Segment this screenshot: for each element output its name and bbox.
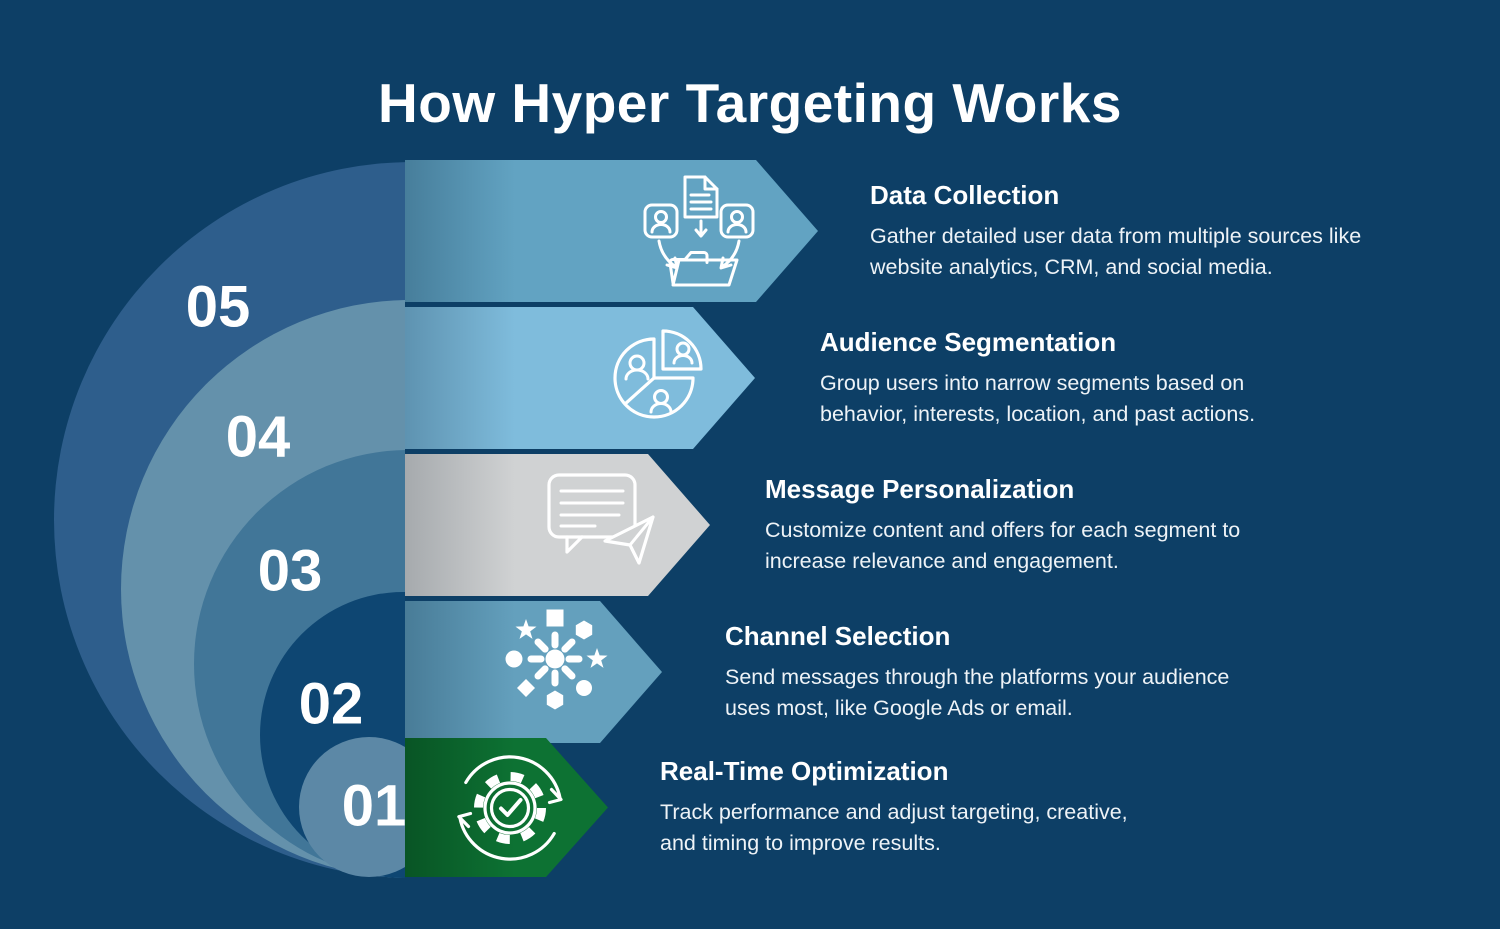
step-title: Message Personalization: [765, 473, 1075, 504]
ring-number-03: 03: [257, 538, 323, 604]
step-rings: 05 04 03 02 01: [0, 0, 405, 929]
step-title: Real-Time Optimization: [660, 756, 949, 786]
ring-number-02: 02: [298, 671, 364, 737]
step-description: Track performance and adjust targeting, …: [660, 800, 1128, 855]
banner-audience-segmentation: [405, 307, 755, 449]
network-hub-icon: [505, 605, 609, 713]
step-description: Customize content and offers for each se…: [765, 517, 1241, 573]
step-description: Group users into narrow segments based o…: [820, 370, 1256, 426]
step-description: Gather detailed user data from multiple …: [870, 223, 1362, 279]
ring-number-05: 05: [185, 274, 251, 340]
banner-channel-selection: [405, 601, 662, 743]
banner-realtime-optimization: [405, 738, 608, 877]
ring-number-01: 01: [341, 773, 405, 839]
step-audience-segmentation: Audience Segmentation Group users into n…: [820, 307, 1255, 449]
audience-pie-chart-icon: [602, 322, 708, 428]
step-description: Send messages through the platforms your…: [725, 664, 1230, 720]
banner-data-collection: [405, 160, 818, 302]
page-title: How Hyper Targeting Works: [378, 71, 1122, 134]
users-document-folder-icon: [643, 173, 755, 289]
step-data-collection: Data Collection Gather detailed user dat…: [870, 160, 1361, 302]
banner-message-personalization: [405, 454, 710, 596]
ring-01: [299, 737, 405, 877]
step-title: Data Collection: [870, 179, 1060, 210]
step-channel-selection: Channel Selection Send messages through …: [725, 601, 1229, 743]
chat-send-icon: [547, 473, 659, 569]
ring-number-04: 04: [225, 404, 291, 470]
step-realtime-optimization: Real-Time Optimization Track performance…: [660, 738, 1128, 877]
step-title: Channel Selection: [725, 620, 951, 651]
step-message-personalization: Message Personalization Customize conten…: [765, 454, 1240, 596]
step-title: Audience Segmentation: [820, 326, 1117, 357]
gear-check-refresh-icon: [448, 746, 572, 870]
